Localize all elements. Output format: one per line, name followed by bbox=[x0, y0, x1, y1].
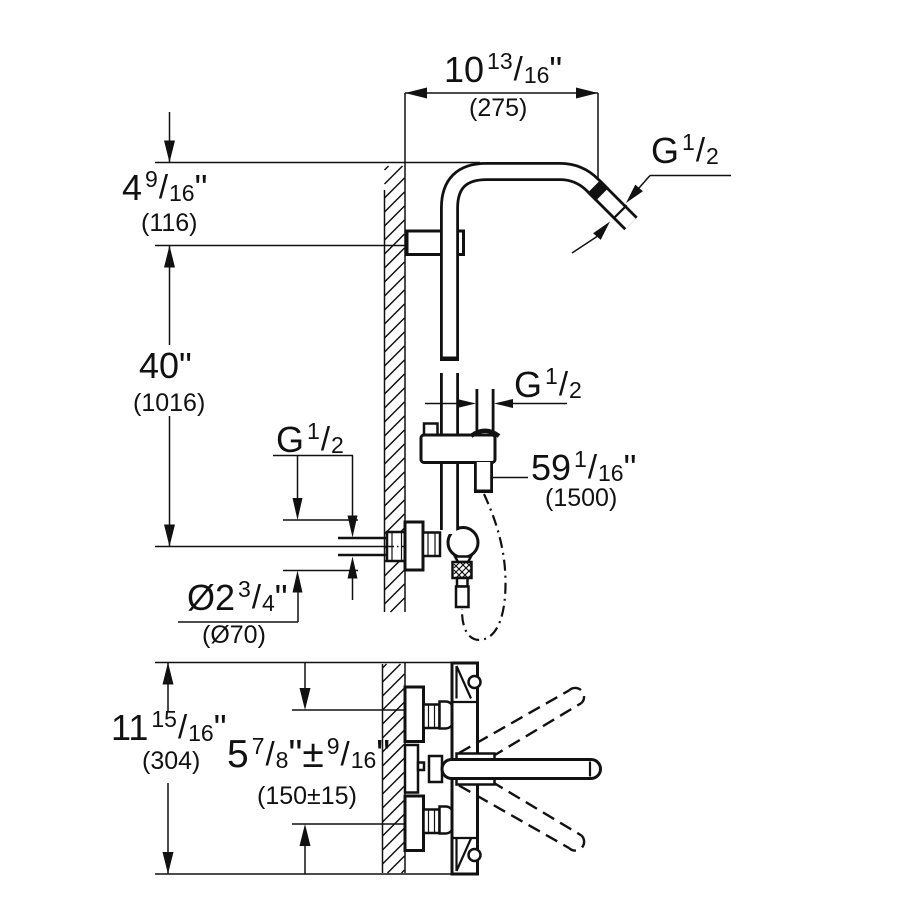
union-flange-bottom bbox=[403, 794, 425, 852]
head-thread-band bbox=[587, 179, 609, 202]
dim-head-offset-metric: (116) bbox=[141, 209, 198, 237]
dim-supply-center-distance-metric: (150±15) bbox=[257, 782, 357, 810]
union-nut-top bbox=[422, 703, 441, 730]
supply-connection bbox=[338, 520, 442, 572]
holder-clamp-rim bbox=[469, 428, 501, 438]
escutcheon-plate bbox=[403, 520, 425, 572]
dim-rail-height-metric: (1016) bbox=[133, 389, 206, 417]
union-flange-top bbox=[403, 685, 425, 743]
dim-rail-height: 40" bbox=[139, 345, 192, 386]
dim-hose-length-metric: (1500) bbox=[545, 484, 618, 512]
dimension-lines-upper bbox=[155, 87, 599, 623]
hose-end bbox=[454, 585, 470, 609]
tub-spout bbox=[440, 752, 602, 786]
spout-swivel-dashed bbox=[458, 686, 586, 852]
dimension-lines-lower bbox=[155, 661, 452, 875]
shower-hose bbox=[460, 493, 507, 641]
spout-tube bbox=[440, 758, 602, 780]
hose-outlet-valve bbox=[446, 526, 480, 609]
union-nut-bottom bbox=[422, 808, 441, 835]
dim-body-height-metric: (304) bbox=[142, 747, 201, 775]
dim-escutcheon-diameter-metric: (Ø70) bbox=[202, 621, 266, 649]
glide-bar-holder bbox=[419, 422, 501, 493]
dim-top-width-metric: (275) bbox=[469, 94, 528, 122]
holder-body bbox=[419, 433, 497, 464]
leaders-upper bbox=[425, 174, 731, 479]
spout-wall-block bbox=[403, 743, 420, 794]
